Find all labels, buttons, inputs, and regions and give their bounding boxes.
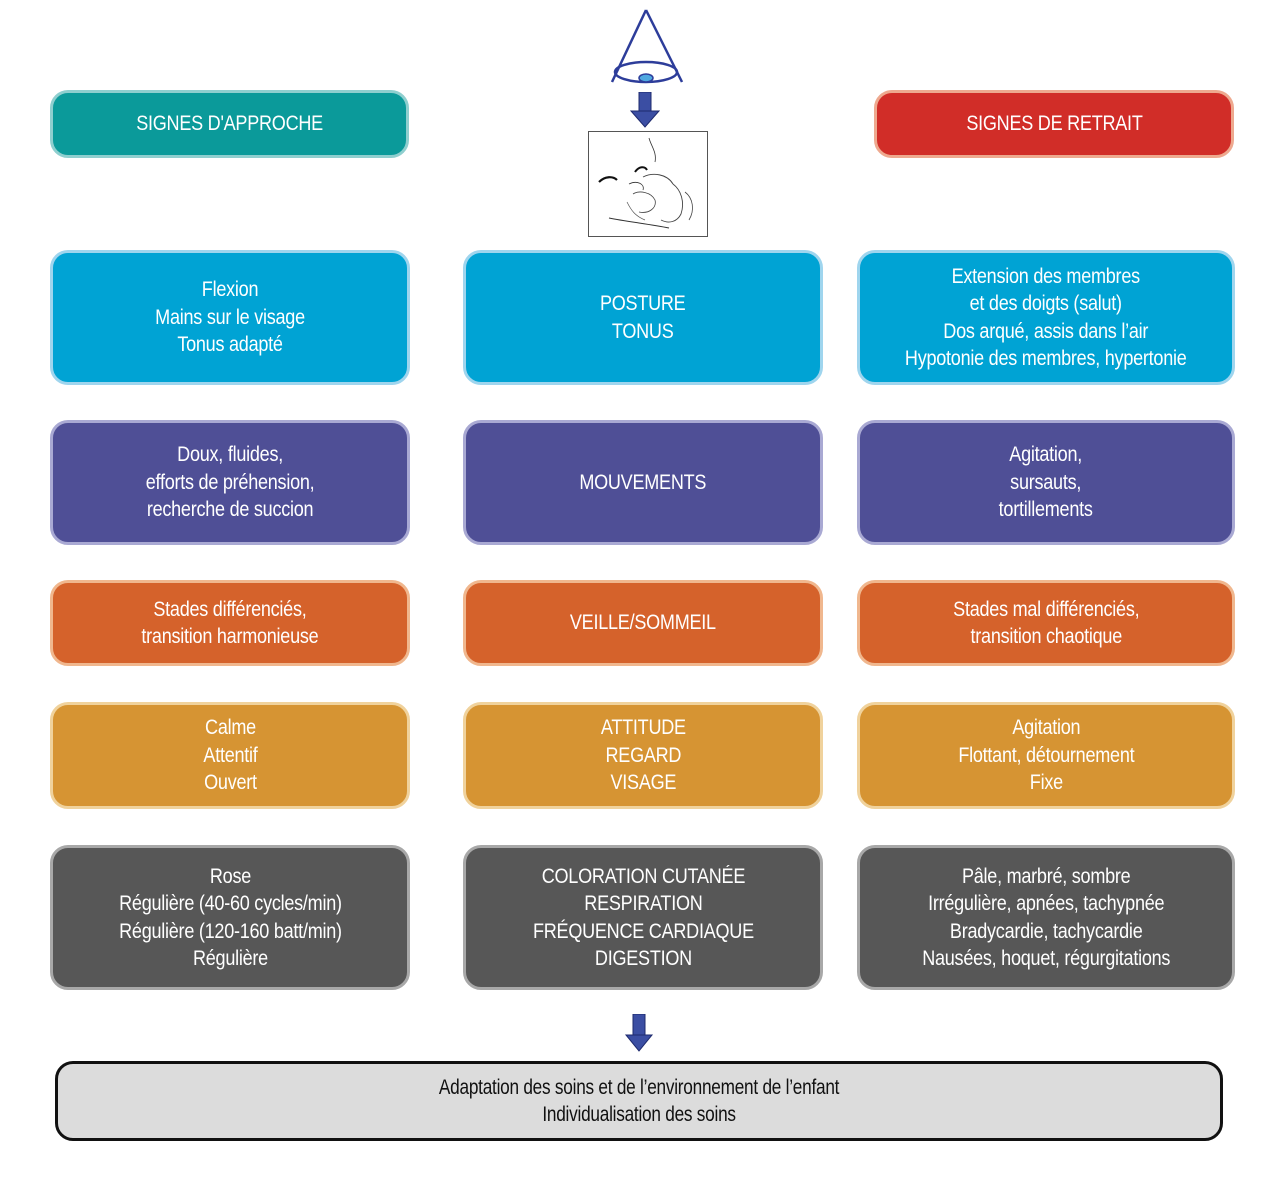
text-line: MOUVEMENTS <box>579 470 707 494</box>
text-line: Calme <box>204 716 256 740</box>
withdrawal-attitude-box: Agitation Flottant, détournement Fixe <box>857 702 1235 809</box>
text-line: Agitation <box>1012 716 1080 740</box>
text-line: TONUS <box>612 319 674 343</box>
text-line: sursauts, <box>1010 470 1082 494</box>
text-line: Doux, fluides, <box>177 443 283 467</box>
text-line: Ouvert <box>203 771 257 795</box>
text-line: transition harmonieuse <box>141 625 319 648</box>
conclusion-line: Individualisation des soins <box>542 1103 736 1126</box>
text-line: Nausées, hoquet, régurgitations <box>921 947 1171 970</box>
text-line: Attentif <box>202 743 258 767</box>
text-line: VEILLE/SOMMEIL <box>570 611 716 635</box>
text-line: transition chaotique <box>970 625 1122 648</box>
text-line: tortillements <box>998 498 1094 522</box>
approach-signs-title: SIGNES D'APPROCHE <box>136 112 323 136</box>
text-line: Fixe <box>1029 771 1063 795</box>
text-line: Pâle, marbré, sombre <box>961 864 1131 888</box>
newborn-illustration <box>588 131 708 237</box>
text-line: Régulière (40-60 cycles/min) <box>118 892 342 915</box>
arrow-down-icon <box>630 92 660 128</box>
withdrawal-signs-header: SIGNES DE RETRAIT <box>874 90 1234 158</box>
text-line: DIGESTION <box>594 947 692 970</box>
category-sleep-box: VEILLE/SOMMEIL <box>463 580 823 666</box>
text-line: POSTURE <box>600 292 686 315</box>
withdrawal-sleep-box: Stades mal différenciés, transition chao… <box>857 580 1235 666</box>
approach-attitude-box: Calme Attentif Ouvert <box>50 702 410 809</box>
approach-posture-box: Flexion Mains sur le visage Tonus adapté <box>50 250 410 385</box>
conclusion-line: Adaptation des soins et de l’environneme… <box>438 1075 840 1099</box>
text-line: COLORATION CUTANÉE <box>541 864 745 888</box>
withdrawal-posture-box: Extension des membres et des doigts (sal… <box>857 250 1235 385</box>
text-line: Flottant, détournement <box>957 743 1135 767</box>
withdrawal-signs-title: SIGNES DE RETRAIT <box>965 112 1143 136</box>
conclusion-box: Adaptation des soins et de l’environneme… <box>55 1061 1223 1141</box>
text-line: Rose <box>209 864 251 888</box>
text-line: Dos arqué, assis dans l’air <box>943 319 1149 343</box>
text-line: Bradycardie, tachycardie <box>949 919 1143 943</box>
withdrawal-movements-box: Agitation, sursauts, tortillements <box>857 420 1235 545</box>
text-line: Stades différenciés, <box>153 597 307 621</box>
text-line: recherche de succion <box>146 498 314 522</box>
text-line: ATTITUDE <box>600 716 686 740</box>
text-line: Hypotonie des membres, hypertonie <box>905 347 1187 370</box>
text-line: efforts de préhension, <box>145 470 315 494</box>
approach-signs-header: SIGNES D'APPROCHE <box>50 90 409 158</box>
text-line: Extension des membres <box>951 264 1141 288</box>
category-physiology-box: COLORATION CUTANÉE RESPIRATION FRÉQUENCE… <box>463 845 823 990</box>
text-line: Agitation, <box>1009 443 1083 467</box>
text-line: Régulière (120-160 batt/min) <box>118 919 342 943</box>
text-line: et des doigts (salut) <box>969 292 1123 315</box>
text-line: RESPIRATION <box>583 892 703 915</box>
approach-movements-box: Doux, fluides, efforts de préhension, re… <box>50 420 410 545</box>
withdrawal-physiology-box: Pâle, marbré, sombre Irrégulière, apnées… <box>857 845 1235 990</box>
text-line: Flexion <box>201 278 259 302</box>
text-line: Stades mal différenciés, <box>952 597 1140 621</box>
category-posture-box: POSTURE TONUS <box>463 250 823 385</box>
approach-physiology-box: Rose Régulière (40-60 cycles/min) Réguli… <box>50 845 410 990</box>
text-line: FRÉQUENCE CARDIAQUE <box>532 919 754 943</box>
text-line: VISAGE <box>610 771 676 795</box>
arrow-down-icon <box>624 1014 654 1052</box>
category-attitude-box: ATTITUDE REGARD VISAGE <box>463 702 823 809</box>
eye-cone-icon <box>610 9 684 84</box>
text-line: REGARD <box>605 743 681 767</box>
newborn-sketch-icon <box>598 137 693 229</box>
text-line: Irrégulière, apnées, tachypnée <box>927 892 1165 915</box>
text-line: Mains sur le visage <box>155 305 305 329</box>
text-line: Régulière <box>192 947 268 970</box>
text-line: Tonus adapté <box>177 333 283 357</box>
approach-sleep-box: Stades différenciés, transition harmonie… <box>50 580 410 666</box>
category-movements-box: MOUVEMENTS <box>463 420 823 545</box>
